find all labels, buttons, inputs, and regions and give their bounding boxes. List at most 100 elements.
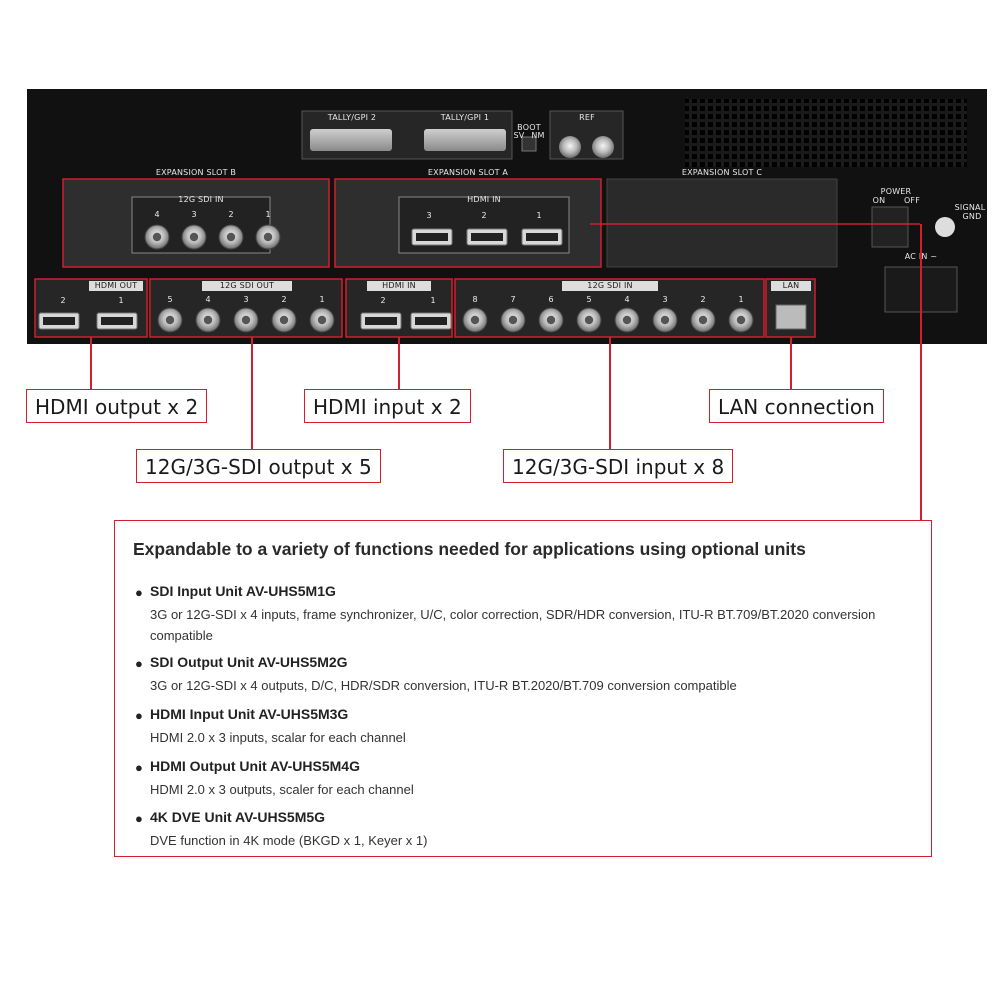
features-box: Expandable to a variety of functions nee…: [114, 520, 932, 857]
unit-description: DVE function in 4K mode (BKGD x 1, Keyer…: [150, 833, 428, 848]
sdi-out-port-center: [279, 315, 289, 325]
boot-nm-label: NM: [531, 131, 545, 140]
hdmi-out-label: HDMI OUT: [89, 281, 143, 291]
ref-bnc-2: [592, 136, 614, 158]
power-off-label: OFF: [903, 196, 921, 205]
sdi-in-port-center: [660, 315, 670, 325]
sdi-in-port-label: 5: [586, 295, 591, 304]
sdi-out-port-center: [203, 315, 213, 325]
slot-a-hdmi-port-label: 2: [481, 211, 486, 220]
power-switch: [871, 206, 909, 248]
sdi-in-port-center: [546, 315, 556, 325]
signal-gnd-label-1: SIGNAL: [954, 203, 986, 212]
slot-b-sdi-port-label: 3: [191, 210, 196, 219]
sdi-in-port-center: [584, 315, 594, 325]
expansion-slot-c: [606, 178, 838, 268]
bullet-icon: ●: [135, 656, 143, 671]
sdi-out-port-label: 2: [281, 295, 286, 304]
sdi-in-port-label: 4: [624, 295, 629, 304]
leader-hdmi-input: [398, 337, 400, 389]
unit-description: HDMI 2.0 x 3 outputs, scaler for each ch…: [150, 782, 414, 797]
unit-item: ● HDMI Input Unit AV-UHS5M3G HDMI 2.0 x …: [135, 706, 915, 751]
lan-port: [775, 304, 807, 330]
sdi-in-port-center: [508, 315, 518, 325]
slot-a-hdmi-in-label: HDMI IN: [467, 195, 501, 204]
expansion-slot-b-label: EXPANSION SLOT B: [155, 168, 237, 177]
unit-name: HDMI Input Unit AV-UHS5M3G: [150, 706, 349, 722]
unit-name: 4K DVE Unit AV-UHS5M5G: [150, 809, 326, 825]
sdi-out-port-center: [165, 315, 175, 325]
hdmi-in-port-label: 2: [380, 296, 385, 305]
callout-sdi-output: 12G/3G-SDI output x 5: [136, 449, 381, 483]
ref-bnc-1: [559, 136, 581, 158]
sdi-out-label: 12G SDI OUT: [202, 281, 292, 291]
tally-gpi-2-label: TALLY/GPI 2: [327, 113, 377, 122]
hdmi-out-port-label: 2: [60, 296, 65, 305]
bullet-icon: ●: [135, 811, 143, 826]
unit-item: ● SDI Input Unit AV-UHS5M1G 3G or 12G-SD…: [135, 583, 915, 643]
bullet-icon: ●: [135, 585, 143, 600]
sdi-in-port-label: 3: [662, 295, 667, 304]
unit-description: 3G or 12G-SDI x 4 outputs, D/C, HDR/SDR …: [150, 678, 737, 693]
sdi-in-port-label: 1: [738, 295, 743, 304]
callout-lan-connection: LAN connection: [709, 389, 884, 423]
lan-label: LAN: [771, 281, 811, 291]
leader-hdmi-output: [90, 337, 92, 389]
vent-grille: [685, 99, 967, 167]
slot-b-sdi-port-center: [189, 232, 199, 242]
power-label: POWER: [880, 187, 912, 196]
sdi-in-port-label: 6: [548, 295, 553, 304]
expansion-slot-a-label: EXPANSION SLOT A: [427, 168, 509, 177]
hdmi-out-port-socket: [43, 317, 75, 325]
slot-b-sdi-port-center: [263, 232, 273, 242]
hdmi-in-port-socket: [415, 317, 447, 325]
sdi-in-port-label: 7: [510, 295, 515, 304]
unit-description: 3G or 12G-SDI x 4 inputs, frame synchron…: [150, 607, 876, 643]
sdi-out-port-center: [317, 315, 327, 325]
bullet-icon: ●: [135, 760, 143, 775]
tally-gpi-1-connector: [424, 129, 506, 151]
sdi-in-port-label: 2: [700, 295, 705, 304]
tally-gpi-2-connector: [310, 129, 392, 151]
unit-item: ● HDMI Output Unit AV-UHS5M4G HDMI 2.0 x…: [135, 758, 915, 803]
bullet-icon: ●: [135, 708, 143, 723]
ref-label: REF: [579, 113, 595, 122]
hdmi-out-port-label: 1: [118, 296, 123, 305]
callout-hdmi-output: HDMI output x 2: [26, 389, 208, 423]
sdi-in-port-center: [736, 315, 746, 325]
callout-hdmi-input: HDMI input x 2: [304, 389, 471, 423]
slot-b-sdi-in-label: 12G SDI IN: [178, 195, 224, 204]
leader-expansion: [920, 224, 922, 521]
sdi-out-port-label: 5: [167, 295, 172, 304]
sdi-out-port-label: 3: [243, 295, 248, 304]
tally-gpi-1-label: TALLY/GPI 1: [440, 113, 490, 122]
sdi-in-port-center: [698, 315, 708, 325]
sdi-in-port-center: [622, 315, 632, 325]
unit-name: SDI Output Unit AV-UHS5M2G: [150, 654, 348, 670]
slot-a-hdmi-port-socket: [416, 233, 448, 241]
slot-b-sdi-port-center: [226, 232, 236, 242]
leader-sdi-input: [609, 337, 611, 449]
expansion-slot-c-label: EXPANSION SLOT C: [681, 168, 763, 177]
leader-lan: [790, 337, 792, 389]
unit-item: ● 4K DVE Unit AV-UHS5M5G DVE function in…: [135, 809, 915, 854]
sdi-in-port-label: 8: [472, 295, 477, 304]
signal-gnd-terminal: [935, 217, 955, 237]
slot-a-hdmi-port-label: 1: [536, 211, 541, 220]
sdi-in-port-center: [470, 315, 480, 325]
slot-a-hdmi-port-socket: [526, 233, 558, 241]
sdi-in-label: 12G SDI IN: [562, 281, 658, 291]
boot-switch: [521, 136, 537, 152]
sdi-out-port-center: [241, 315, 251, 325]
unit-name: SDI Input Unit AV-UHS5M1G: [150, 583, 336, 599]
leader-sdi-output: [251, 337, 253, 449]
power-on-label: ON: [872, 196, 886, 205]
sdi-out-port-label: 4: [205, 295, 210, 304]
slot-a-hdmi-port-socket: [471, 233, 503, 241]
boot-sv-label: SV: [513, 131, 525, 140]
boot-label: BOOT: [517, 123, 541, 132]
hdmi-out-port-socket: [101, 317, 133, 325]
hdmi-in-label: HDMI IN: [367, 281, 431, 291]
